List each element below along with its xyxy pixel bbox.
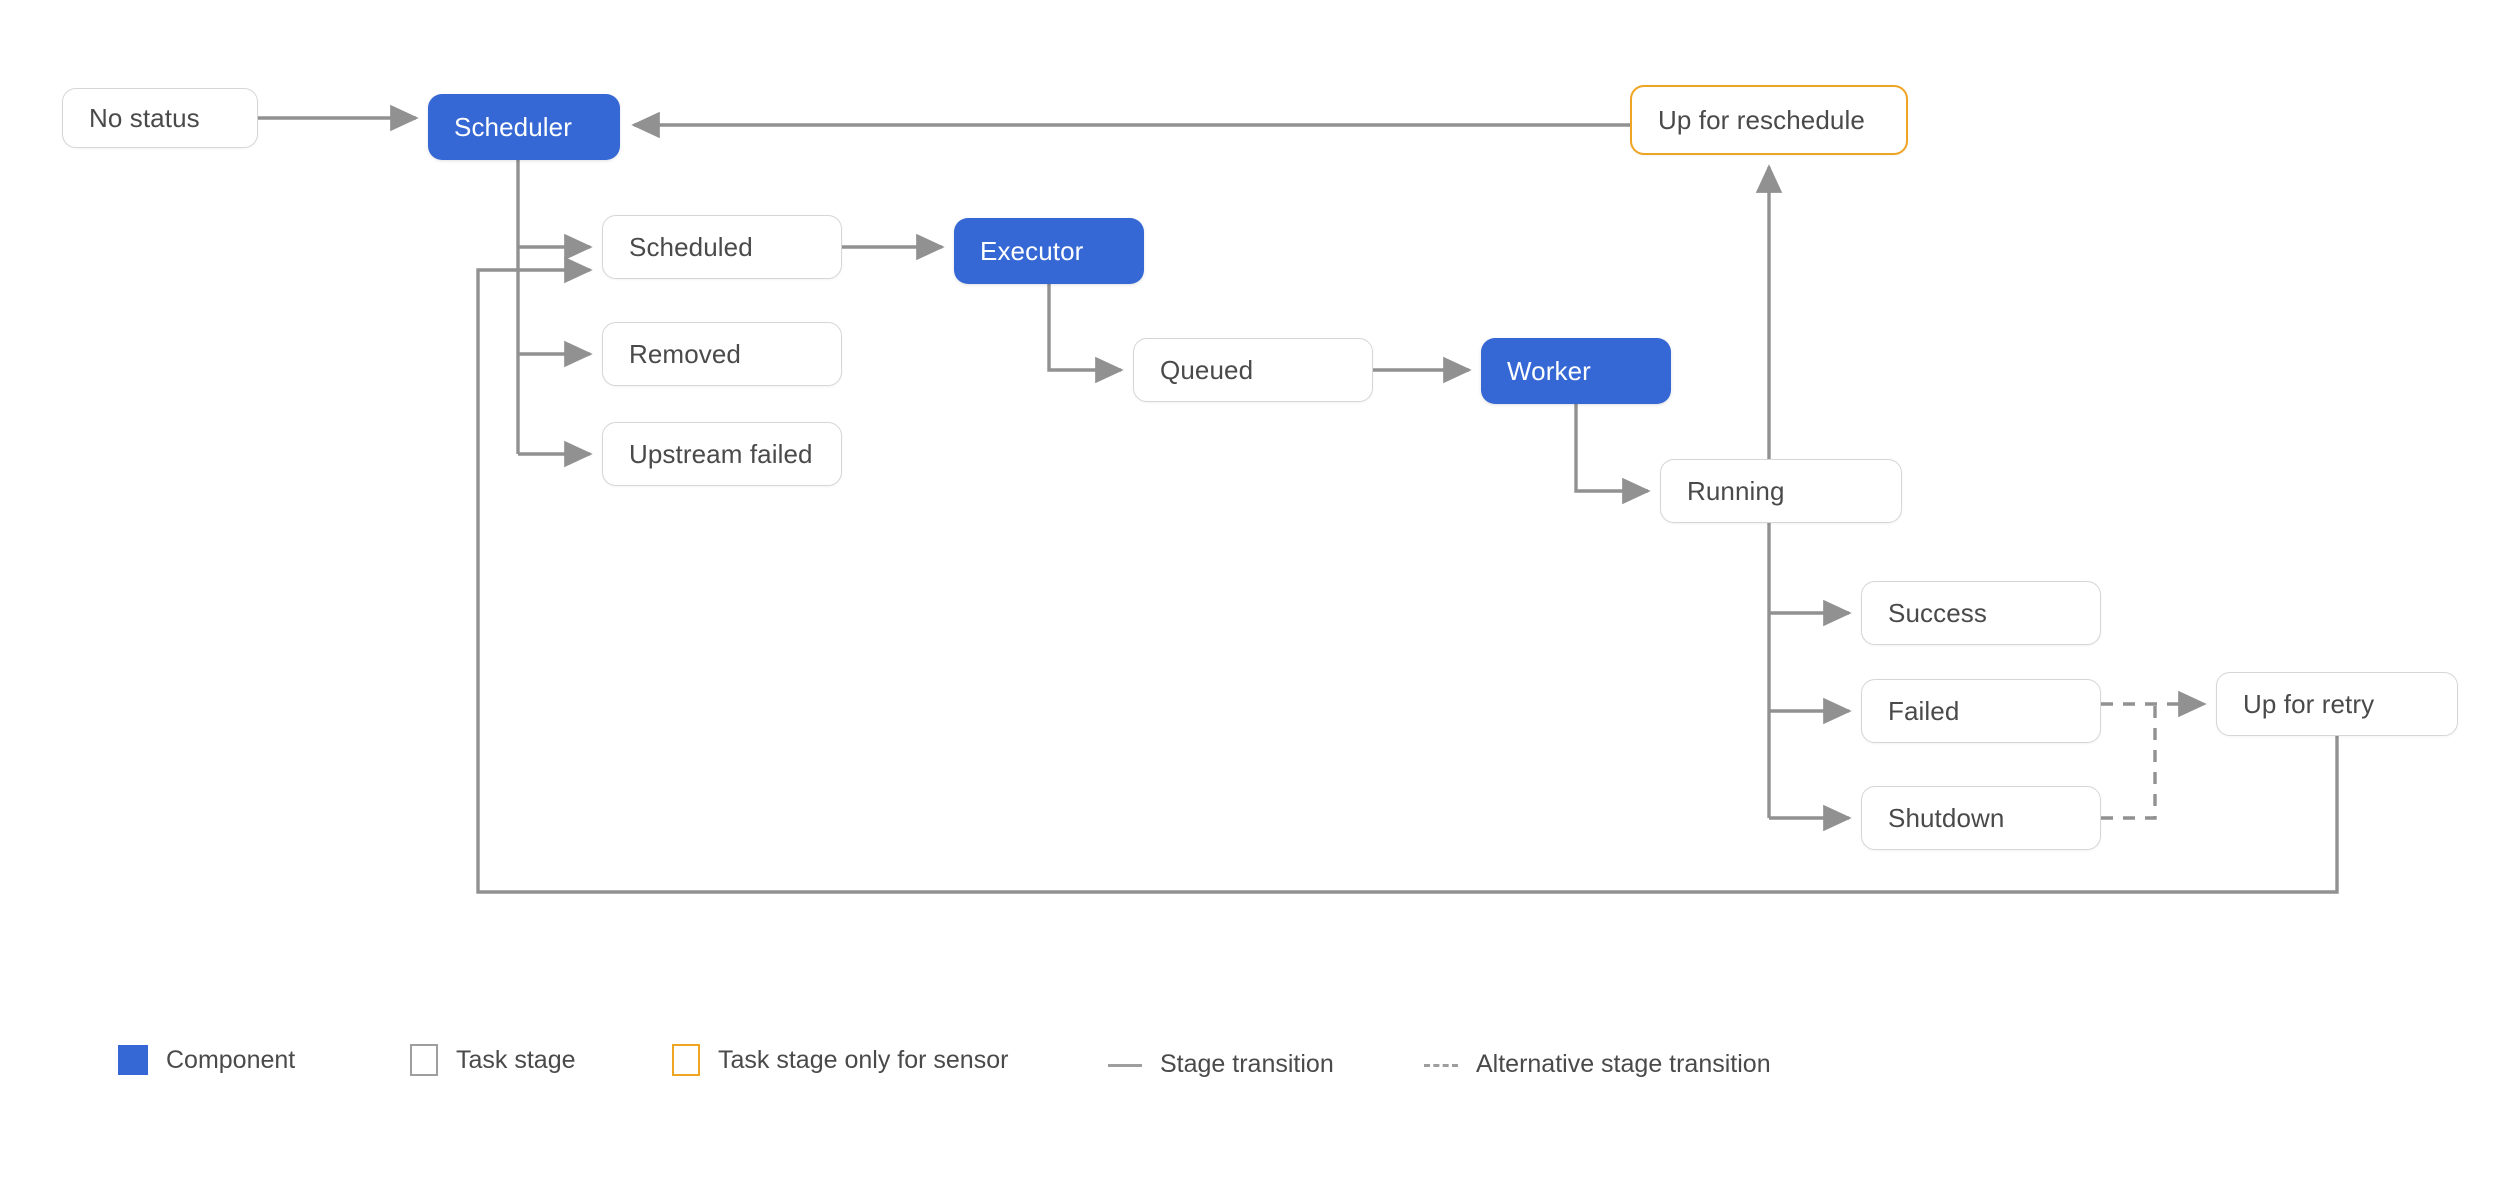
node-label: Worker <box>1507 355 1591 386</box>
node-label: No status <box>89 102 200 133</box>
node-executor[interactable]: Executor <box>954 218 1144 284</box>
sensor-stage-swatch-icon <box>672 1044 700 1076</box>
legend-label: Alternative stage transition <box>1476 1049 1771 1078</box>
legend-item-stage-transition: Stage transition <box>1108 1044 1334 1084</box>
node-label: Upstream failed <box>629 438 813 469</box>
node-running[interactable]: Running <box>1660 459 1902 523</box>
legend-item-task-stage: Task stage <box>410 1040 576 1080</box>
node-worker[interactable]: Worker <box>1481 338 1671 404</box>
node-scheduled[interactable]: Scheduled <box>602 215 842 279</box>
node-label: Shutdown <box>1888 802 2005 833</box>
node-label: Up for retry <box>2243 688 2375 719</box>
legend-item-sensor-stage: Task stage only for sensor <box>672 1040 1008 1080</box>
node-queued[interactable]: Queued <box>1133 338 1373 402</box>
edge-executor-to-queued <box>1047 284 1124 384</box>
node-label: Failed <box>1888 695 1960 726</box>
node-label: Executor <box>980 235 1084 266</box>
dashed-line-icon <box>1424 1063 1458 1067</box>
edge-worker-to-running <box>1574 404 1651 505</box>
legend-label: Task stage <box>456 1045 576 1074</box>
node-up-for-reschedule[interactable]: Up for reschedule <box>1630 85 1908 155</box>
node-label: Removed <box>629 338 741 369</box>
legend-label: Stage transition <box>1160 1049 1334 1078</box>
task-stage-swatch-icon <box>410 1044 438 1076</box>
node-failed[interactable]: Failed <box>1861 679 2101 743</box>
node-up-for-retry[interactable]: Up for retry <box>2216 672 2458 736</box>
node-label: Scheduler <box>454 111 572 142</box>
node-shutdown[interactable]: Shutdown <box>1861 786 2101 850</box>
node-upstream-failed[interactable]: Upstream failed <box>602 422 842 486</box>
node-removed[interactable]: Removed <box>602 322 842 386</box>
node-success[interactable]: Success <box>1861 581 2101 645</box>
node-label: Scheduled <box>629 231 753 262</box>
node-no-status[interactable]: No status <box>62 88 258 148</box>
node-label: Up for reschedule <box>1658 104 1865 135</box>
component-swatch-icon <box>118 1045 148 1075</box>
solid-line-icon <box>1108 1063 1142 1067</box>
node-label: Running <box>1687 475 1785 506</box>
node-label: Success <box>1888 597 1987 628</box>
edge-shutdown-to-up-for-retry <box>2101 704 2157 820</box>
legend-item-component: Component <box>118 1040 295 1080</box>
legend-item-alternative-transition: Alternative stage transition <box>1424 1044 1771 1084</box>
legend-label: Component <box>166 1045 296 1074</box>
node-scheduler[interactable]: Scheduler <box>428 94 620 160</box>
node-label: Queued <box>1160 354 1254 385</box>
legend-label: Task stage only for sensor <box>718 1045 1009 1074</box>
